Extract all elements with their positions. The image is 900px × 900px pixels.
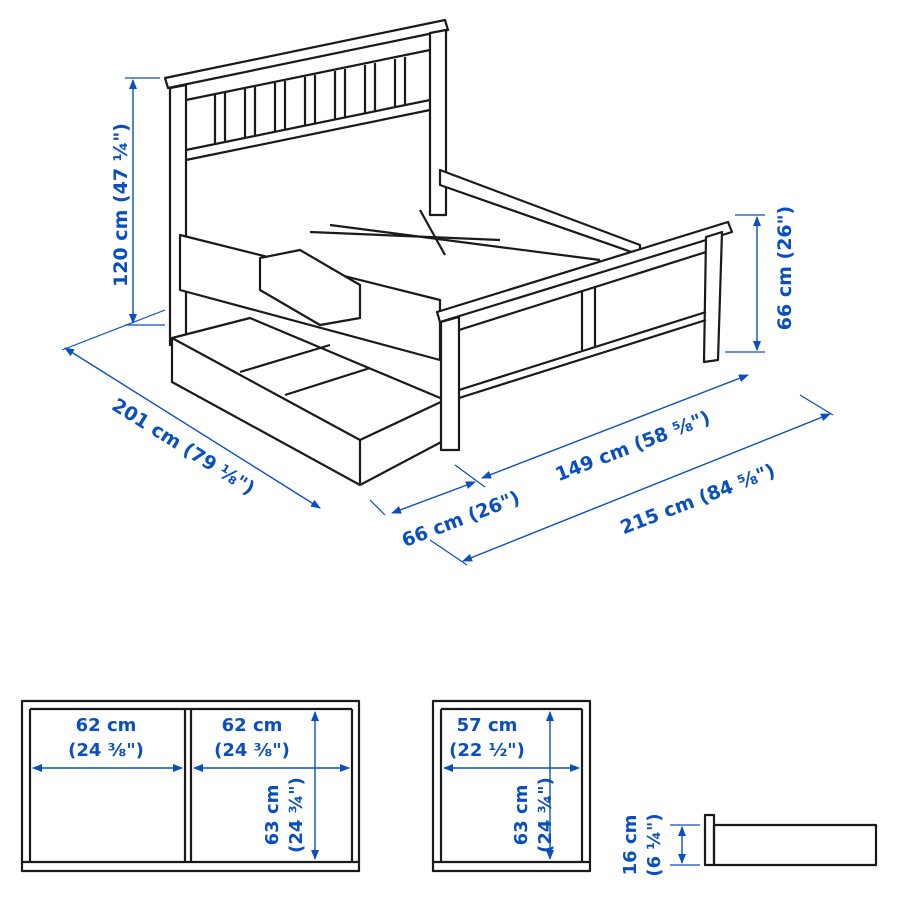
drawer-height-inch-label: (6 ¼") — [644, 813, 665, 876]
drawer-clearance-label: 66 cm (26") — [399, 487, 523, 552]
length-line — [64, 347, 321, 509]
dimension-lines — [61, 77, 834, 566]
bed-illustration — [163, 18, 734, 487]
headboard-right-post — [428, 28, 448, 217]
footboard-right-post — [702, 230, 724, 364]
drawer-side-view — [670, 813, 878, 867]
right-depth-label: 63 cm — [511, 785, 532, 846]
total-width-label: 215 cm (84 ⅝") — [617, 460, 778, 539]
total-width-line — [462, 413, 831, 562]
footboard-top-rail — [435, 220, 734, 324]
double-drawer-top-view — [20, 699, 361, 873]
left-depth-inch-label: (24 ¾") — [286, 777, 307, 853]
headboard-slats — [213, 57, 407, 144]
left-width-1-label: 62 cm — [76, 715, 137, 736]
footboard-left-post — [439, 315, 461, 452]
footboard-height-label: 66 cm (26") — [774, 206, 796, 330]
drawer-clearance-line — [391, 481, 476, 514]
right-width-inch-label: (22 ½") — [449, 740, 525, 761]
left-width-1-inch-label: (24 ⅜") — [68, 740, 144, 761]
drawer-back — [258, 248, 362, 327]
left-width-2-label: 62 cm — [222, 715, 283, 736]
drawer-height-label: 16 cm — [620, 815, 641, 876]
right-width-label: 57 cm — [457, 715, 518, 736]
left-width-2-inch-label: (24 ⅜") — [214, 740, 290, 761]
inner-width-label: 149 cm (58 ⅝") — [552, 407, 713, 486]
headboard-top-rail — [163, 18, 450, 90]
headboard-left-post — [168, 83, 188, 347]
single-drawer-top-view — [431, 699, 592, 873]
right-depth-inch-label: (24 ¾") — [535, 777, 556, 853]
left-depth-label: 63 cm — [262, 785, 283, 846]
headboard-height-label: 120 cm (47 ¼") — [110, 123, 132, 287]
